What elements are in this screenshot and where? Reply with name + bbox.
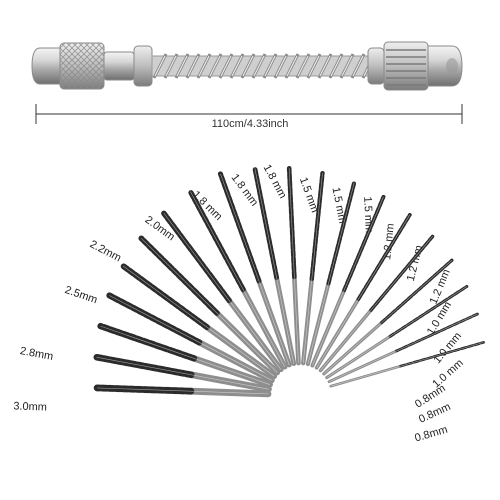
drill-bit-size-label: 2.8mm — [19, 345, 54, 363]
drill-bit-size-label: 1.2 mm — [428, 268, 453, 306]
pin-vise-drill-illustration — [31, 41, 463, 91]
dimension-line — [35, 104, 463, 124]
drill-bit-size-label: 3.0mm — [13, 400, 47, 413]
drill-bit — [301, 170, 325, 366]
drill-bit — [138, 235, 281, 376]
drill-bit — [305, 180, 357, 367]
drill-bit — [97, 322, 273, 388]
drill-bit-size-label: 2.5mm — [63, 284, 99, 306]
drill-bit-size-label: 1.2 mm — [381, 223, 397, 261]
drill-bit — [327, 312, 479, 384]
dimension-label: 110cm/4.33inch — [211, 118, 289, 130]
drill-bit — [329, 341, 485, 388]
drill-bit-size-label: 0.8mm — [413, 424, 449, 445]
left-end-cap — [31, 47, 63, 85]
drill-bit — [318, 234, 435, 373]
drill-bit-size-label: 2.0mm — [143, 214, 177, 244]
drill-bit — [322, 258, 454, 376]
drill-bit — [325, 284, 469, 380]
drill-bit — [93, 353, 272, 393]
drill-bit — [310, 194, 386, 368]
drill-bit — [217, 171, 292, 368]
right-chuck-nose — [427, 45, 463, 87]
drill-bit — [314, 212, 412, 370]
drill-bit-size-label: 1.8 mm — [261, 163, 289, 201]
drill-bit — [93, 384, 272, 398]
drill-bit-size-label: 2.2mm — [88, 238, 123, 264]
drill-bit-size-label: 1.5 mm — [361, 196, 375, 233]
drill-bit — [161, 210, 284, 373]
drill-bit — [120, 262, 278, 380]
drill-bit — [187, 189, 288, 370]
drill-bit — [286, 165, 301, 366]
drill-bit — [252, 166, 297, 367]
drill-bit — [106, 292, 275, 384]
spiral-shaft — [151, 53, 377, 79]
